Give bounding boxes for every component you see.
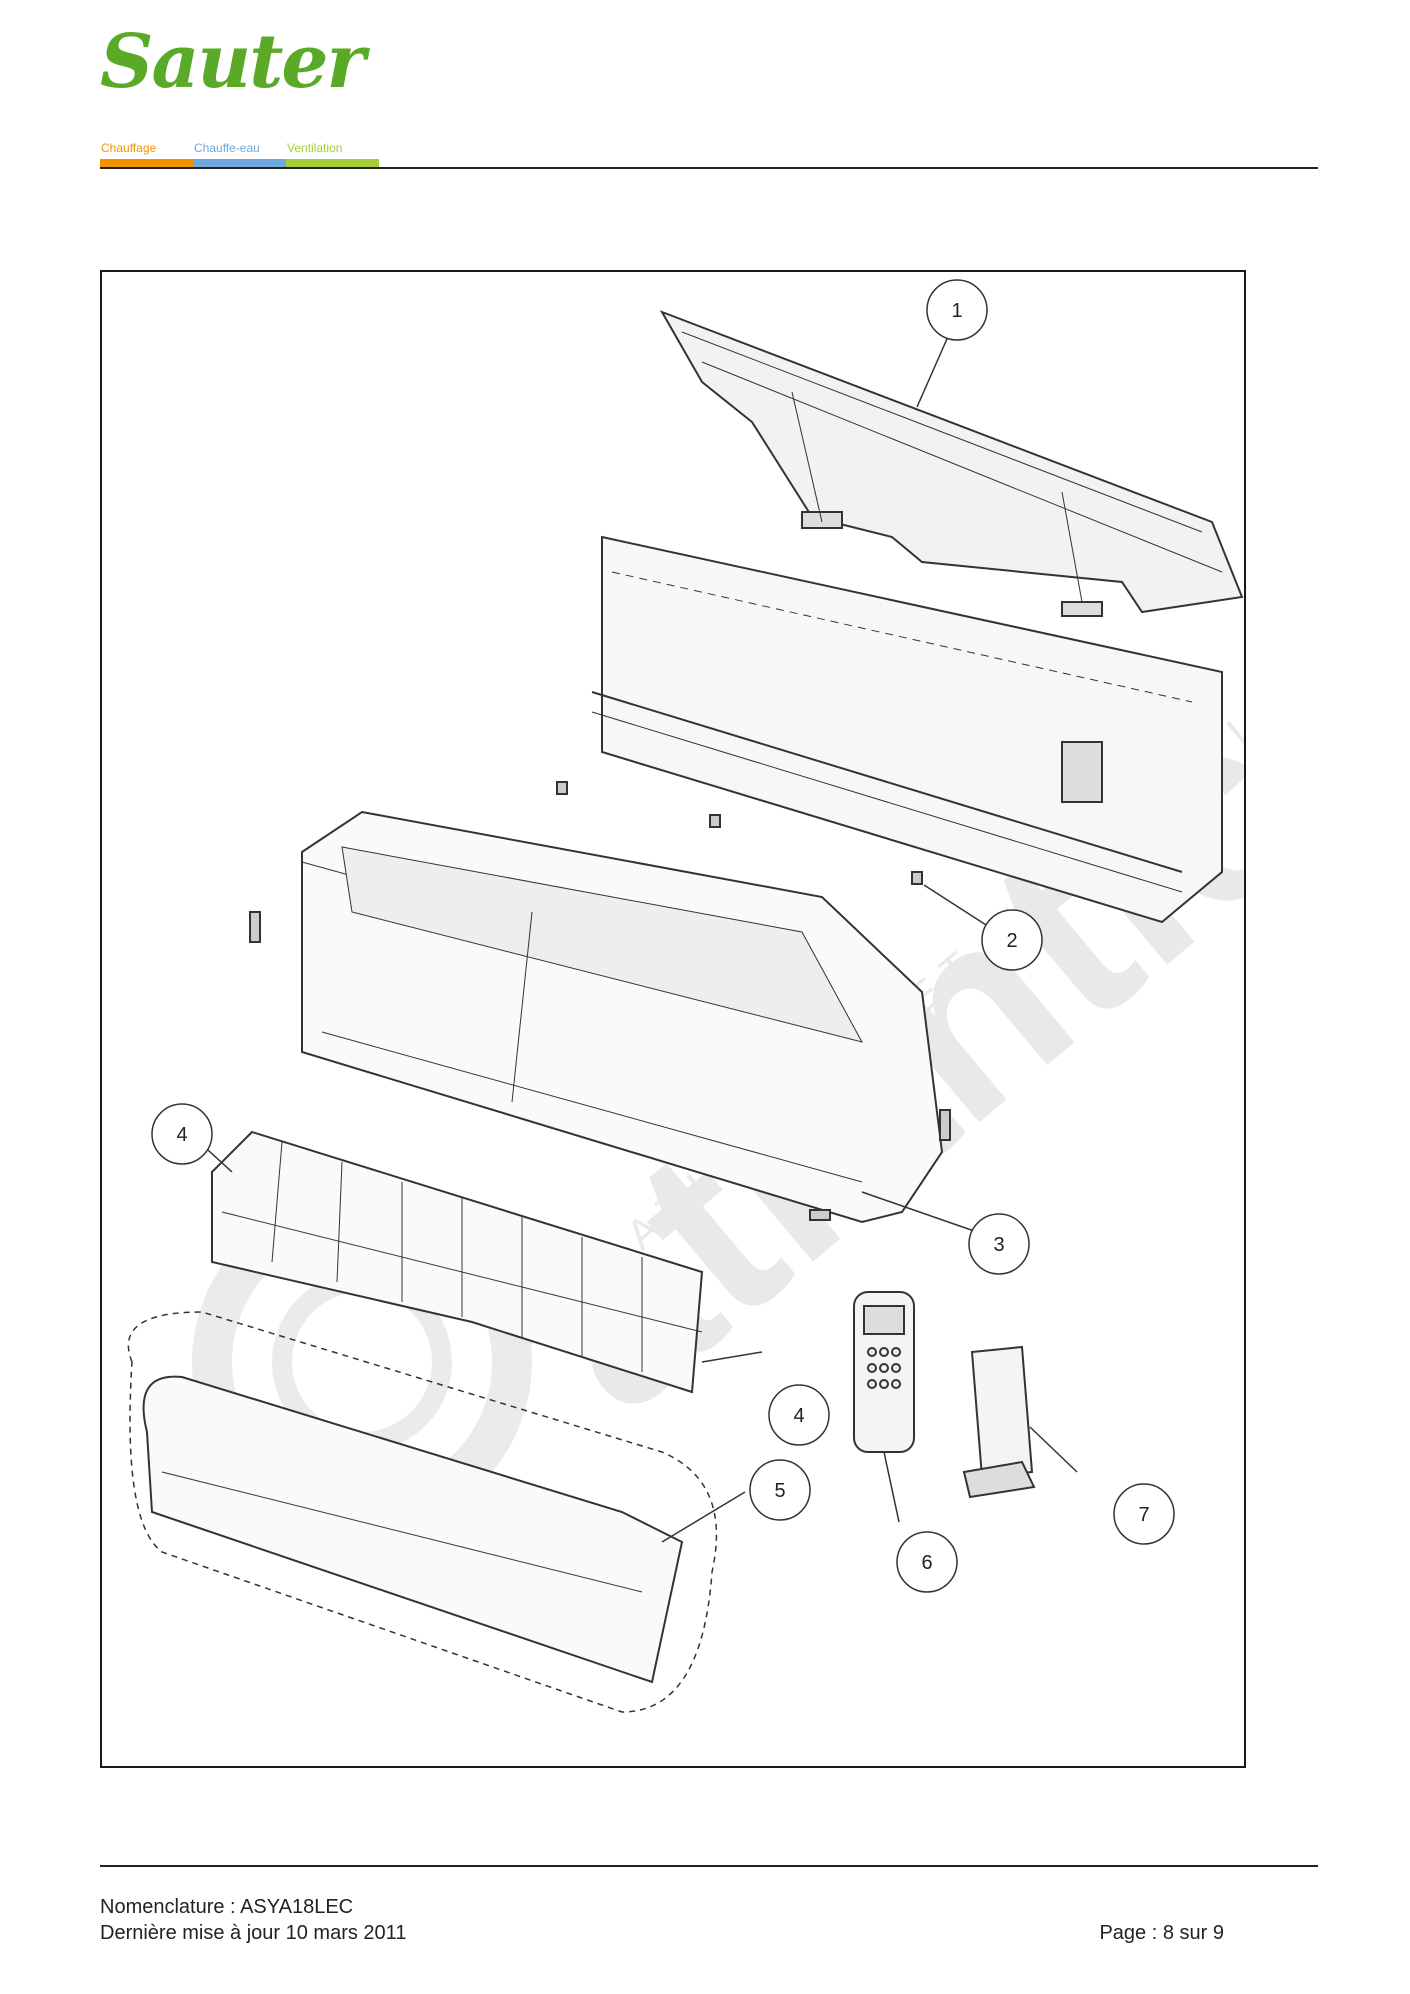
category-label: Ventilation xyxy=(287,141,343,155)
category-chauffage: Chauffage xyxy=(100,140,193,168)
chassis-drawing xyxy=(556,535,1223,924)
header-divider xyxy=(100,167,1318,169)
brand-logo: Sauter xyxy=(100,22,400,102)
last-updated-label: Dernière mise à jour 10 mars 2011 xyxy=(100,1922,407,1944)
callout-3: 3 xyxy=(968,1213,1030,1275)
category-label: Chauffe-eau xyxy=(194,141,260,155)
svg-text:3: 3 xyxy=(993,1234,1004,1256)
exploded-view-figure: atlantic CLIMATISATION ET VENTILATION xyxy=(100,270,1246,1768)
exploded-view-drawing: atlantic CLIMATISATION ET VENTILATION xyxy=(127,279,1244,1713)
brand-name: Sauter xyxy=(100,19,365,105)
svg-text:4: 4 xyxy=(176,1124,187,1146)
category-label: Chauffage xyxy=(101,141,157,155)
category-chauffe-eau: Chauffe-eau xyxy=(193,140,286,168)
page-number: Page : 8 sur 9 xyxy=(1099,1922,1224,1944)
svg-text:6: 6 xyxy=(921,1552,932,1574)
remote-control-drawing xyxy=(853,1291,915,1453)
category-bar xyxy=(286,159,379,168)
svg-text:4: 4 xyxy=(793,1405,804,1427)
remote-holder-drawing xyxy=(962,1345,1036,1499)
category-strip: Chauffage Chauffe-eau Ventilation xyxy=(100,140,390,170)
callout-7: 7 xyxy=(1113,1483,1175,1545)
nomenclature-label: Nomenclature : ASYA18LEC xyxy=(100,1896,354,1918)
callout-5: 5 xyxy=(749,1459,811,1521)
svg-text:7: 7 xyxy=(1138,1504,1149,1526)
wall-mounting-plate-drawing xyxy=(659,310,1244,617)
callout-1: 1 xyxy=(926,279,988,341)
air-filter-drawing xyxy=(211,1130,704,1394)
category-bar xyxy=(193,159,286,168)
callout-4a: 4 xyxy=(151,1103,213,1165)
front-panel-drawing xyxy=(127,1311,718,1713)
callout-2: 2 xyxy=(981,909,1043,971)
main-body-drawing xyxy=(249,810,951,1224)
callout-6: 6 xyxy=(896,1531,958,1593)
callout-4b: 4 xyxy=(768,1384,830,1446)
footer-divider xyxy=(100,1865,1318,1867)
category-ventilation: Ventilation xyxy=(286,140,379,168)
svg-text:1: 1 xyxy=(951,300,962,322)
category-bar xyxy=(100,159,193,168)
svg-text:5: 5 xyxy=(774,1480,785,1502)
svg-text:2: 2 xyxy=(1006,930,1017,952)
leader-lines xyxy=(196,331,1078,1543)
